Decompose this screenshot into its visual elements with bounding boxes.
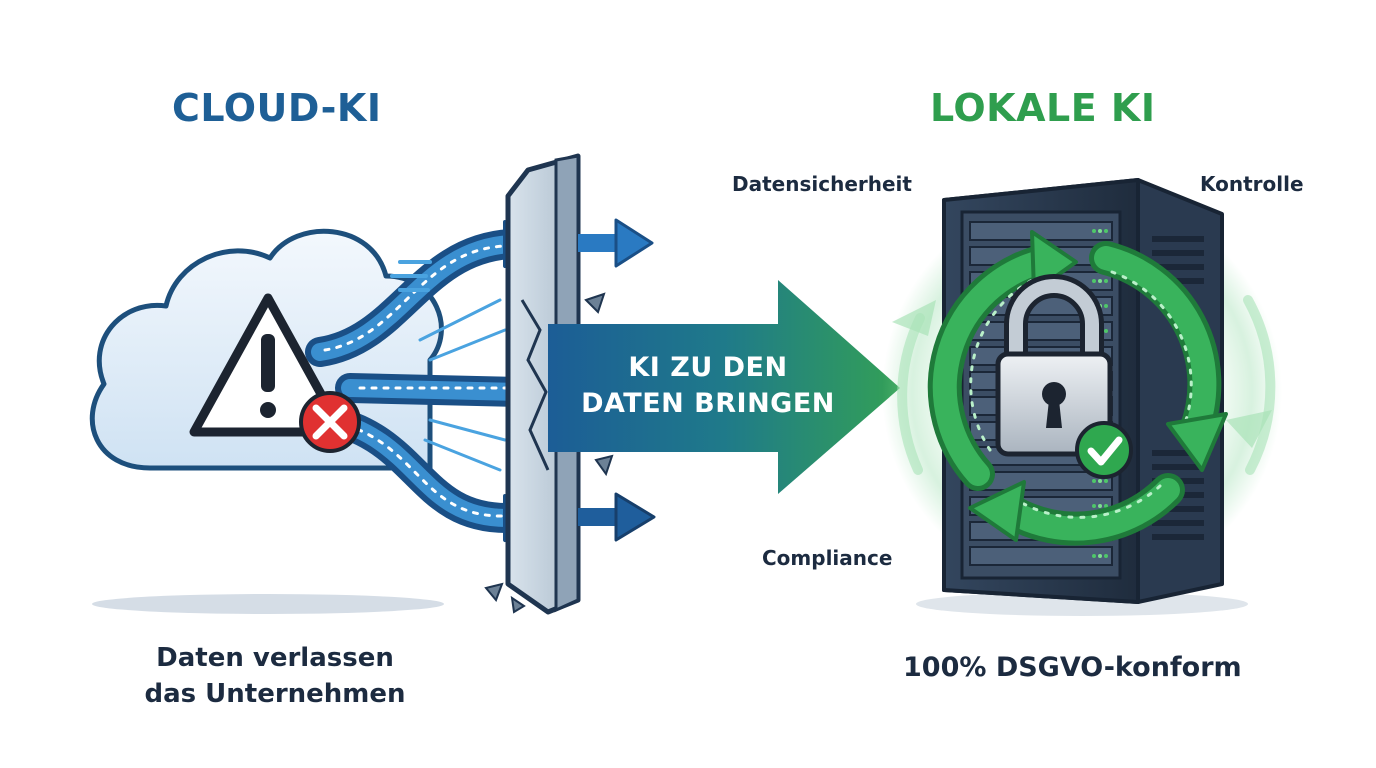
rack-led — [1092, 229, 1096, 233]
rack-led — [1092, 554, 1096, 558]
big-arrow-label: KI ZU DEN DATEN BRINGEN — [568, 350, 848, 422]
cloud-caption: Daten verlassen das Unternehmen — [130, 640, 420, 712]
cloud-ki-title: CLOUD-KI — [172, 86, 382, 130]
rack-led — [1092, 504, 1096, 508]
glow-arrowhead-left — [892, 300, 936, 336]
label-kontrolle: Kontrolle — [1200, 172, 1304, 196]
rack-led — [1092, 479, 1096, 483]
cloud-caption-line1: Daten verlassen — [156, 643, 394, 673]
label-datensicherheit: Datensicherheit — [732, 172, 912, 196]
rack-led — [1092, 279, 1096, 283]
padlock-icon — [995, 274, 1113, 457]
cycle-arrowhead-3 — [968, 480, 1026, 542]
glow-arrowhead-right — [1226, 410, 1272, 448]
label-compliance: Compliance — [762, 546, 893, 570]
rack-led — [1104, 479, 1108, 483]
rack-led — [1098, 229, 1102, 233]
broken-wall-icon — [484, 153, 614, 615]
rack-led — [1104, 329, 1108, 333]
cloud-caption-line2: das Unternehmen — [144, 679, 406, 709]
rack-led — [1104, 229, 1108, 233]
rack-slot — [969, 546, 1113, 566]
rack-led — [1098, 279, 1102, 283]
big-arrow-label-line2: DATEN BRINGEN — [581, 388, 835, 419]
lokale-ki-title: LOKALE KI — [930, 86, 1156, 130]
rack-led — [1098, 504, 1102, 508]
rack-led — [1104, 304, 1108, 308]
exit-arrows — [578, 218, 656, 542]
warning-triangle-icon — [189, 293, 347, 437]
rack-led — [1098, 554, 1102, 558]
rack-led — [1104, 554, 1108, 558]
cycle-arrowhead-2 — [1166, 412, 1228, 472]
big-arrow-label-line1: KI ZU DEN — [628, 352, 788, 383]
checkmark-icon — [1075, 421, 1133, 479]
rack-led — [1104, 504, 1108, 508]
data-flow-arrows — [305, 229, 535, 534]
cloud-shadow — [92, 594, 444, 614]
big-arrow — [548, 280, 900, 494]
rack-led — [1104, 279, 1108, 283]
dsgvo-caption: 100% DSGVO-konform — [903, 652, 1242, 683]
error-x-icon — [299, 391, 361, 453]
cycle-arrows-icon — [897, 241, 1276, 546]
rack-led — [1098, 479, 1102, 483]
